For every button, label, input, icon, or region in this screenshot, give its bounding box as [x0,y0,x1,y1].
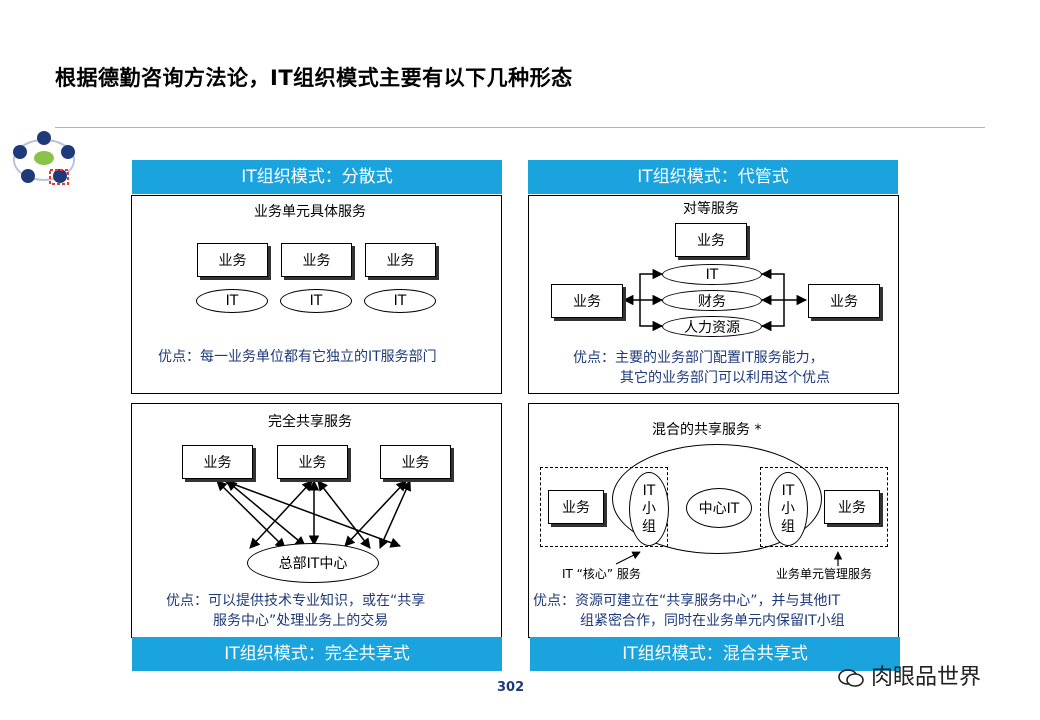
wechat-icon [838,668,864,688]
hybrid-advantage: 优点：资源可建立在“共享服务中心”，并与其他IT 组紧密合作，同时在业务单元内保… [533,593,845,629]
panel-hybrid-header: IT组织模式：混合共享式 [530,637,900,671]
hybrid-core-services-label: IT “核心” 服务 [562,567,641,581]
shared-subtitle: 完全共享服务 [268,414,352,430]
distributed-it-ellipse: IT [280,289,352,313]
hybrid-it-group-left: IT 小 组 [629,472,669,546]
managed-left-business-box: 业务 [551,284,623,318]
distributed-advantage: 优点：每一业务单位都有它独立的IT服务部门 [158,349,437,365]
distributed-subtitle: 业务单元具体服务 [254,204,366,220]
managed-service-ellipse: IT [662,264,762,285]
distributed-business-box: 业务 [281,243,352,277]
hybrid-center-it-ellipse: 中心IT [686,488,752,528]
distributed-it-ellipse: IT [364,289,436,313]
hybrid-left-business-box: 业务 [548,490,604,524]
shared-business-box: 业务 [380,445,451,479]
panel-distributed-header: IT组织模式：分散式 [132,160,502,194]
title-divider [55,127,985,128]
panel-shared-header: IT组织模式：完全共享式 [132,637,502,671]
shared-business-box: 业务 [277,445,348,479]
distributed-business-box: 业务 [365,243,436,277]
hybrid-subtitle: 混合的共享服务 * [652,422,762,438]
distributed-business-box: 业务 [197,243,268,277]
watermark-label: 肉眼品世界 [838,659,981,691]
shared-center-ellipse: 总部IT中心 [247,543,379,583]
hybrid-shared-center-ellipse [612,444,822,554]
hybrid-right-business-box: 业务 [824,490,880,524]
page-title: 根据德勤咨询方法论，IT组织模式主要有以下几种形态 [55,66,573,90]
managed-advantage: 优点：主要的业务部门配置IT服务能力， 其它的业务部门可以利用这个优点 [573,350,830,386]
hybrid-unit-services-label: 业务单元管理服务 [776,567,873,581]
managed-service-ellipse: 财务 [662,290,762,311]
page-number: 302 [497,680,525,695]
managed-subtitle: 对等服务 [683,201,739,217]
distributed-it-ellipse: IT [196,289,268,313]
shared-business-box: 业务 [182,445,253,479]
panel-managed-header: IT组织模式：代管式 [528,160,898,194]
managed-top-business-box: 业务 [675,223,747,257]
hybrid-it-group-right: IT 小 组 [768,472,808,546]
methodology-logo-icon [13,131,75,185]
managed-right-business-box: 业务 [808,284,880,318]
hybrid-right-group-outline [760,467,888,547]
managed-service-ellipse: 人力资源 [662,316,762,337]
shared-advantage: 优点：可以提供技术专业知识，或在“共享 服务中心”处理业务上的交易 [166,593,426,629]
